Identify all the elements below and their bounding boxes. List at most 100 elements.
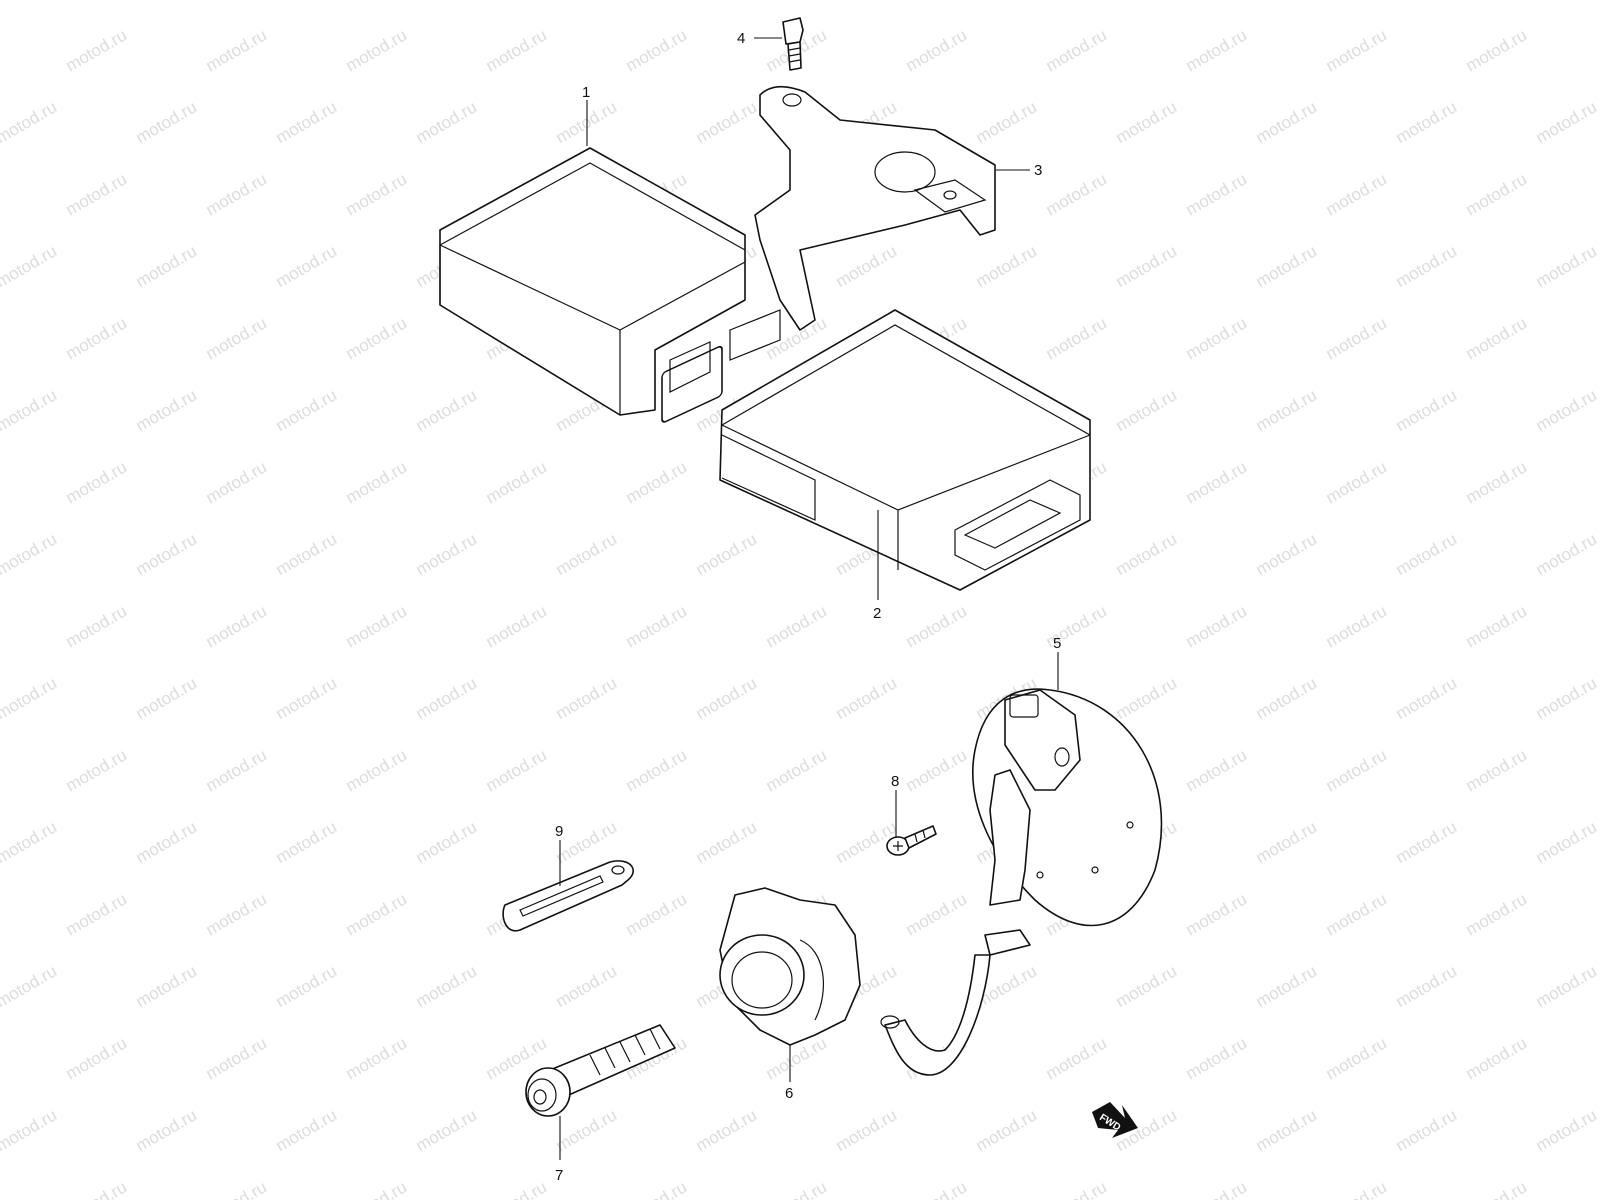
- watermark-text: motod.ru: [553, 97, 621, 147]
- watermark-text: motod.ru: [483, 601, 551, 651]
- watermark-text: motod.ru: [413, 673, 481, 723]
- watermark-text: motod.ru: [203, 601, 271, 651]
- watermark-text: motod.ru: [1183, 889, 1251, 939]
- watermark-text: motod.ru: [1113, 961, 1181, 1011]
- watermark-text: motod.ru: [63, 889, 131, 939]
- part-6-rotor: [719, 887, 861, 1046]
- watermark-text: motod.ru: [63, 1033, 131, 1083]
- watermark-text: motod.ru: [1393, 1105, 1461, 1155]
- watermark-text: motod.ru: [903, 745, 971, 795]
- watermark-text: motod.ru: [1393, 241, 1461, 291]
- watermark-text: motod.ru: [623, 889, 691, 939]
- watermark-text: motod.ru: [1323, 313, 1391, 363]
- part-4-bolt: [782, 17, 804, 71]
- watermark-text: motod.ru: [1533, 673, 1600, 723]
- callout-1: 1: [582, 84, 590, 101]
- watermark-text: motod.ru: [273, 817, 341, 867]
- watermark-text: motod.ru: [203, 889, 271, 939]
- watermark-text: motod.ru: [1463, 601, 1531, 651]
- watermark-text: motod.ru: [973, 97, 1041, 147]
- watermark-text: motod.ru: [763, 601, 831, 651]
- callout-6: 6: [785, 1085, 793, 1102]
- watermark-text: motod.ru: [553, 0, 621, 3]
- watermark-text: motod.ru: [1533, 961, 1600, 1011]
- watermark-text: motod.ru: [623, 1177, 691, 1200]
- watermark-text: motod.ru: [1323, 1177, 1391, 1200]
- watermark-text: motod.ru: [0, 97, 60, 147]
- watermark-text: motod.ru: [203, 1033, 271, 1083]
- watermark-text: motod.ru: [1253, 241, 1321, 291]
- watermark-text: motod.ru: [1323, 1033, 1391, 1083]
- watermark-text: motod.ru: [1323, 457, 1391, 507]
- watermark-text: motod.ru: [693, 673, 761, 723]
- watermark-text: motod.ru: [413, 529, 481, 579]
- watermark-text: motod.ru: [63, 601, 131, 651]
- watermark-text: motod.ru: [623, 25, 691, 75]
- watermark-text: motod.ru: [133, 673, 201, 723]
- watermark-text: motod.ru: [133, 385, 201, 435]
- watermark-text: motod.ru: [1393, 385, 1461, 435]
- watermark-text: motod.ru: [1533, 241, 1600, 291]
- watermark-text: motod.ru: [1183, 1033, 1251, 1083]
- watermark-text: motod.ru: [1183, 25, 1251, 75]
- watermark-text: motod.ru: [0, 385, 60, 435]
- watermark-text: motod.ru: [0, 241, 60, 291]
- watermark-text: motod.ru: [1533, 0, 1600, 3]
- leader-lines: [559, 37, 1059, 1160]
- watermark-text: motod.ru: [1043, 1177, 1111, 1200]
- watermark-text: motod.ru: [273, 0, 341, 3]
- watermark-text: motod.ru: [1463, 1033, 1531, 1083]
- watermark-text: motod.ru: [1393, 673, 1461, 723]
- watermark-text: motod.ru: [1043, 1033, 1111, 1083]
- watermark-text: motod.ru: [1113, 529, 1181, 579]
- part-5-pickup-plate: [880, 688, 1163, 1076]
- watermark-text: motod.ru: [0, 961, 60, 1011]
- watermark-text: motod.ru: [1183, 457, 1251, 507]
- watermark-text: motod.ru: [693, 817, 761, 867]
- watermark-text: motod.ru: [133, 0, 201, 3]
- watermark-text: motod.ru: [203, 457, 271, 507]
- watermark-text: motod.ru: [273, 97, 341, 147]
- watermark-text: motod.ru: [343, 745, 411, 795]
- watermark-text: motod.ru: [413, 385, 481, 435]
- watermark-text: motod.ru: [1393, 529, 1461, 579]
- watermark-text: motod.ru: [1183, 601, 1251, 651]
- watermark-text: motod.ru: [63, 457, 131, 507]
- watermark-text: motod.ru: [833, 241, 901, 291]
- watermark-text: motod.ru: [1253, 529, 1321, 579]
- watermark-text: motod.ru: [693, 529, 761, 579]
- watermark-text: motod.ru: [1323, 25, 1391, 75]
- watermark-text: motod.ru: [1463, 169, 1531, 219]
- watermark-text: motod.ru: [203, 25, 271, 75]
- watermark-text: motod.ru: [413, 0, 481, 3]
- watermark-text: motod.ru: [203, 313, 271, 363]
- callout-8: 8: [891, 773, 899, 790]
- watermark-text: motod.ru: [133, 241, 201, 291]
- watermark-text: motod.ru: [1323, 601, 1391, 651]
- watermark-text: motod.ru: [1323, 169, 1391, 219]
- watermark-text: motod.ru: [1533, 97, 1600, 147]
- watermark-text: motod.ru: [1253, 97, 1321, 147]
- watermark-text: motod.ru: [483, 457, 551, 507]
- watermark-text: motod.ru: [1463, 745, 1531, 795]
- watermark-text: motod.ru: [0, 673, 60, 723]
- watermark-text: motod.ru: [203, 745, 271, 795]
- watermark-text: motod.ru: [1183, 745, 1251, 795]
- watermark-text: motod.ru: [973, 241, 1041, 291]
- watermark-text: motod.ru: [343, 313, 411, 363]
- watermark-text: motod.ru: [903, 889, 971, 939]
- callout-9: 9: [555, 823, 563, 840]
- watermark-text: motod.ru: [1323, 745, 1391, 795]
- watermark-text: motod.ru: [63, 169, 131, 219]
- watermark-text: motod.ru: [1253, 817, 1321, 867]
- watermark-text: motod.ru: [1393, 961, 1461, 1011]
- watermark-text: motod.ru: [273, 673, 341, 723]
- watermark-text: motod.ru: [1393, 97, 1461, 147]
- watermark-text: motod.ru: [763, 1177, 831, 1200]
- fwd-arrow: FWD: [1092, 1102, 1138, 1138]
- watermark-text: motod.ru: [1113, 673, 1181, 723]
- watermark-text: motod.ru: [63, 313, 131, 363]
- watermark-text: motod.ru: [63, 1177, 131, 1200]
- watermark-text: motod.ru: [133, 817, 201, 867]
